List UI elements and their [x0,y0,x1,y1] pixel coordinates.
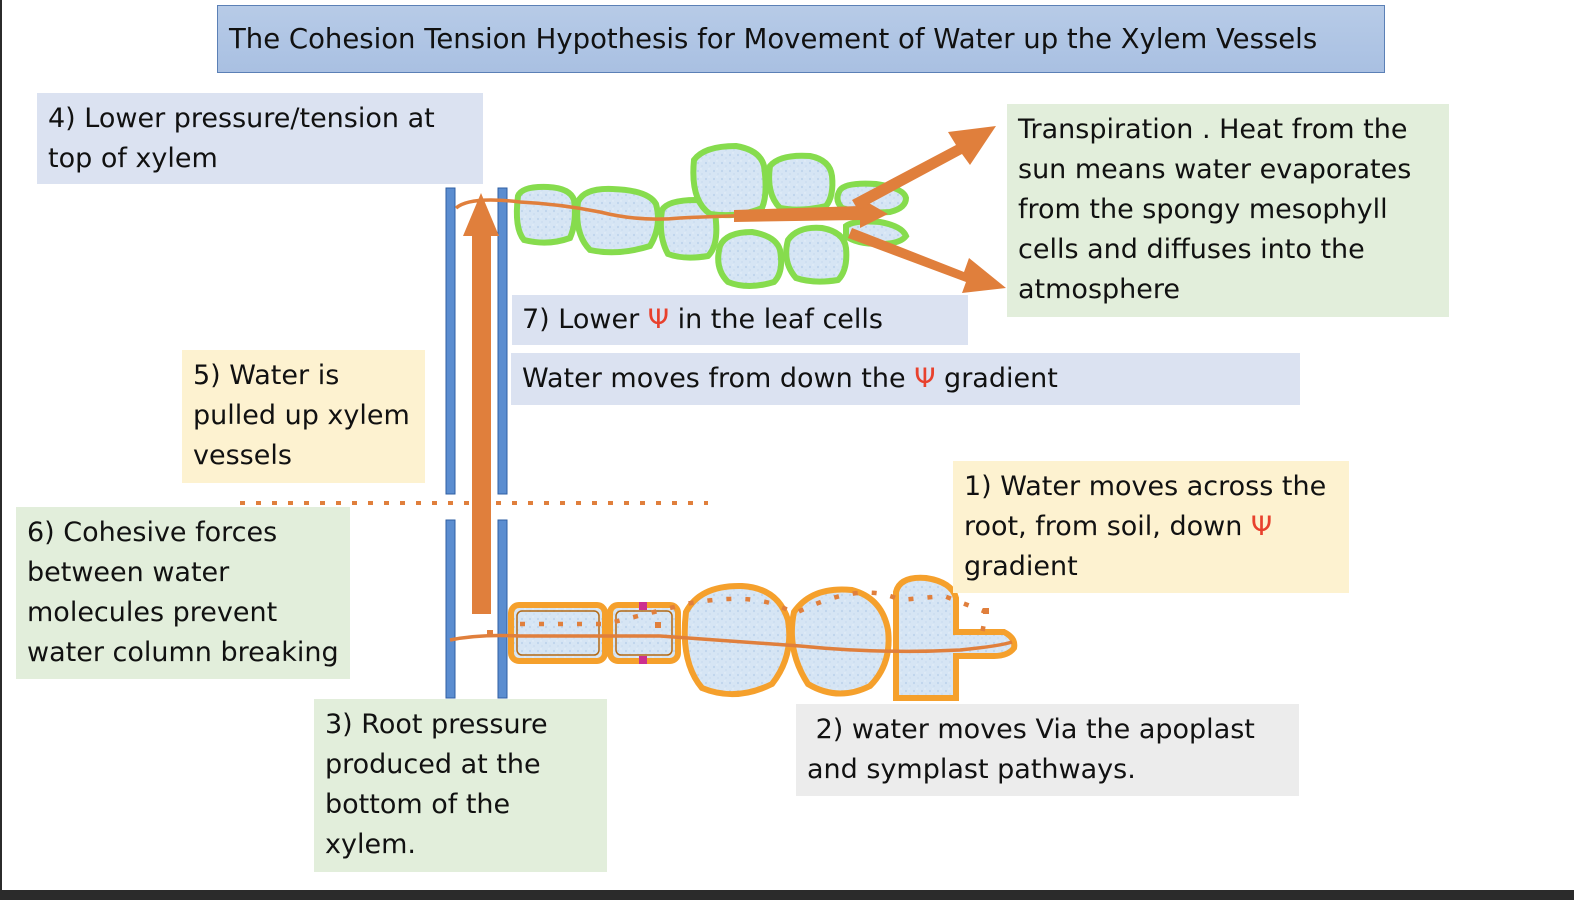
step1-text-after: gradient [964,551,1078,582]
psi-symbol: Ψ [914,363,936,394]
label-step3-root-pressure: 3) Root pressure produced at the bottom … [314,699,607,872]
leaf-cell [766,152,836,213]
plasmodesmata-marks [639,602,647,664]
xylem-wall-left-lower [445,519,456,699]
leaf-cell [690,142,769,219]
apoplast-dots-extra [487,608,989,636]
xylem-wall-right-upper [497,187,508,495]
label-step5-water-pulled: 5) Water is pulled up xylem vessels [182,350,425,483]
xylem-upward-arrow [463,193,499,614]
root-hair-cell [893,574,1018,701]
root-cell-inner-lines [516,610,673,656]
xylem-wall-left-upper [445,187,456,495]
leaf-cell [783,224,850,285]
xylem-wall-right-lower [497,519,508,699]
label-step7-lower-psi: 7) Lower Ψ in the leaf cells [512,295,968,345]
window-frame-left [0,0,2,892]
leaf-cell [715,228,785,289]
step7-text-before: 7) Lower [522,304,648,335]
psi-symbol: Ψ [1250,511,1273,542]
leaf-mesophyll-cells [513,142,910,289]
label-step1-water-across-root: 1) Water moves across the root, from soi… [953,461,1349,593]
leaf-cell [657,196,720,261]
gradient-text-after: gradient [935,363,1058,394]
label-gradient: Water moves from down the Ψ gradient [511,353,1300,405]
evaporation-arrows [734,126,1006,293]
leaf-cell [513,183,578,246]
root-cortex-cell [788,586,892,697]
root-water-flow-line [449,633,1013,654]
step7-text-after: in the leaf cells [669,304,883,335]
root-endodermis-cell [607,602,681,664]
apoplast-pathway-dotted [520,590,989,635]
label-step6-cohesive-forces: 6) Cohesive forces between water molecul… [16,507,350,679]
page-title: The Cohesion Tension Hypothesis for Move… [217,5,1385,73]
step1-text-before: 1) Water moves across the root, from soi… [964,471,1327,542]
root-endodermis-cell [508,602,608,664]
root-cells [508,574,1018,701]
psi-symbol: Ψ [647,304,670,335]
leaf-cell [574,185,661,256]
label-step4-lower-pressure: 4) Lower pressure/tension at top of xyle… [37,93,483,184]
xylem-vessel [445,187,508,699]
label-step2-apoplast-symplast: 2) water moves Via the apoplast and symp… [796,704,1299,796]
window-frame-bottom [0,890,1574,900]
label-transpiration: Transpiration . Heat from the sun means … [1007,104,1449,317]
gradient-text-before: Water moves from down the [522,363,915,394]
